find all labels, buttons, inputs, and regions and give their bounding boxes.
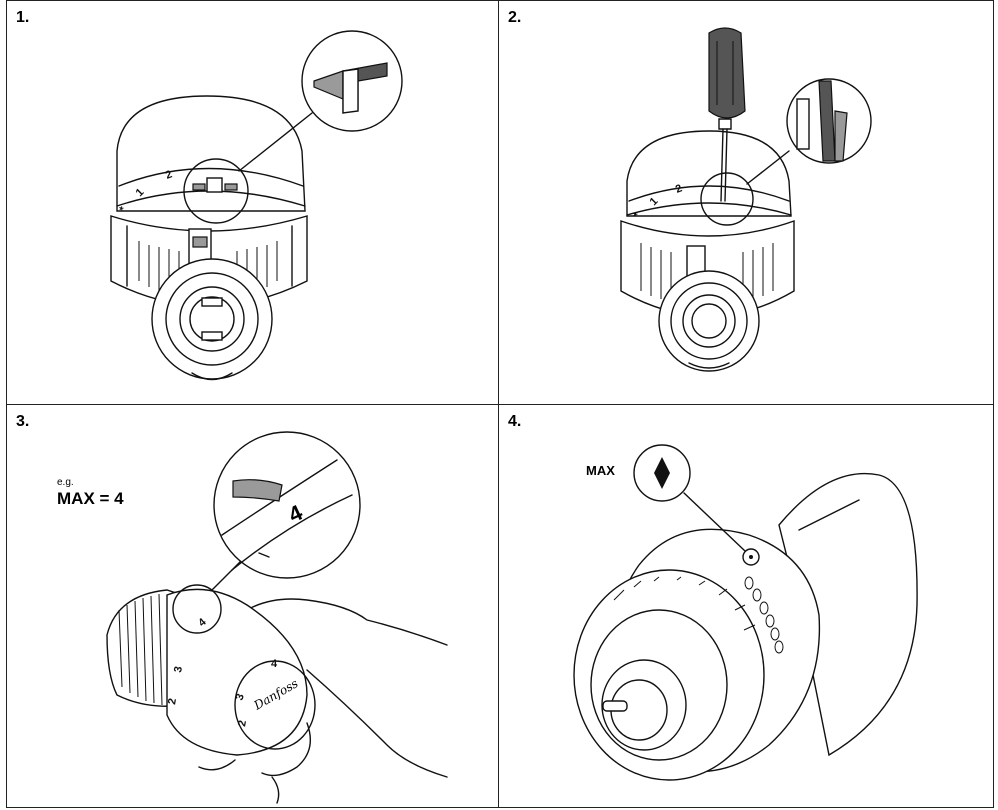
svg-text:2: 2 <box>236 719 249 727</box>
example-label: e.g. <box>57 477 74 488</box>
step-4-illustration <box>573 444 918 781</box>
svg-text:4: 4 <box>271 658 278 670</box>
step-2-panel: 2. * 1 2 <box>498 0 994 405</box>
step-1-number: 1. <box>16 9 30 26</box>
max-setting-label: MAX = 4 <box>57 489 124 508</box>
svg-text:*: * <box>117 204 130 214</box>
instruction-sheet: 1. <box>6 0 994 808</box>
step-3-panel: 3. e.g. MAX = 4 2 3 4 4 3 <box>6 404 499 808</box>
svg-text:3: 3 <box>172 665 185 673</box>
step-2-number: 2. <box>508 9 522 26</box>
svg-text:*: * <box>631 210 644 220</box>
svg-text:2: 2 <box>674 182 684 195</box>
step-2-illustration: * 1 2 <box>620 27 872 372</box>
step-3-illustration: 2 3 4 4 3 2 Danfoss 4 <box>106 431 448 804</box>
max-label: MAX <box>586 463 615 478</box>
step-4-number: 4. <box>508 413 522 430</box>
svg-text:2: 2 <box>166 697 179 705</box>
svg-text:2: 2 <box>164 168 174 181</box>
step-3-number: 3. <box>16 413 30 430</box>
svg-text:3: 3 <box>234 692 247 702</box>
step-1-illustration: * 1 2 <box>110 30 403 381</box>
step-4-panel: 4. MAX <box>498 404 994 808</box>
step-1-panel: 1. <box>6 0 499 405</box>
